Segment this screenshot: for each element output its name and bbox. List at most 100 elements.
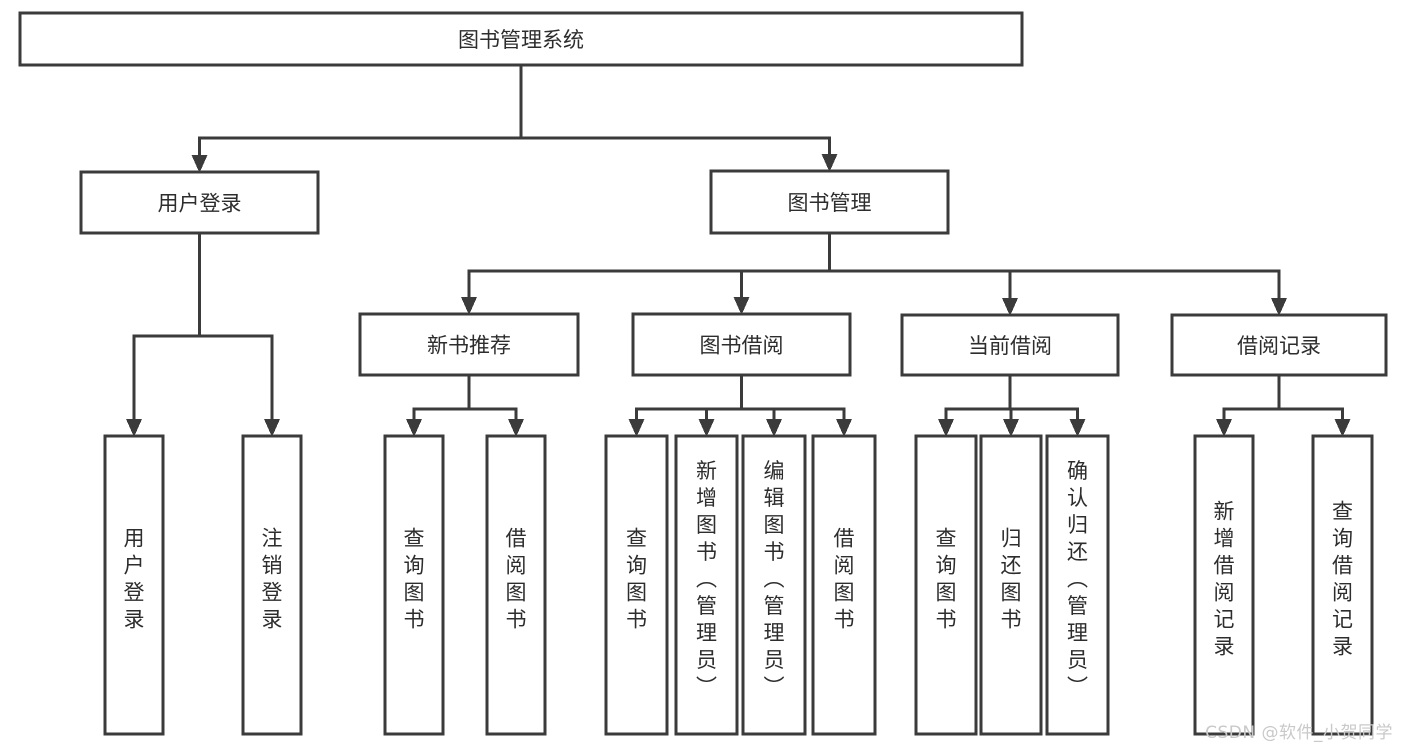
arrow-head-icon [766,419,782,437]
node-leaf_user_login[interactable]: 用户登录 [103,434,165,736]
node-box-leaf_add_record[interactable] [1193,434,1255,736]
edges-layer [126,65,1351,437]
node-label-leaf_add_record: 新增借阅记录 [1214,500,1235,659]
node-label-new_book_rec: 新书推荐 [427,334,511,358]
node-box-leaf_add_book[interactable] [674,434,739,736]
arrow-head-icon [461,297,477,315]
node-leaf_edit_book[interactable]: 编辑图书︵管理员︶ [741,434,807,736]
node-leaf_borrow_book_2[interactable]: 借阅图书 [811,434,877,736]
node-leaf_confirm_return[interactable]: 确认归还︵管理员︶ [1045,434,1110,736]
node-label-leaf_query_book_3: 查询图书 [936,527,957,632]
node-box-leaf_confirm_return[interactable] [1045,434,1110,736]
connector-book_borrow-to-leaf_query_book_2 [628,375,743,437]
node-label-leaf_confirm_return: 确认归还︵管理员︶ [1067,459,1088,699]
watermark-text: CSDN @软件_小贺同学 [1205,723,1393,743]
node-box-leaf_query_book_1[interactable] [383,434,445,736]
node-box-leaf_query_book_3[interactable] [914,434,978,736]
arrow-head-icon [406,419,422,437]
node-book_borrow[interactable]: 图书借阅 [631,312,852,377]
arrow-head-icon [821,154,838,172]
node-box-leaf_return_book[interactable] [979,434,1043,736]
node-box-current_borrow[interactable] [900,313,1120,377]
node-label-leaf_borrow_book_1: 借阅图书 [506,527,527,632]
arrow-head-icon [508,419,524,437]
node-book_manage[interactable]: 图书管理 [709,169,950,235]
connector-new_book_rec-to-leaf_borrow_book_1 [467,375,524,437]
node-label-user_login: 用户登录 [158,192,242,216]
arrow-head-icon [1216,419,1232,437]
node-leaf_query_book_3[interactable]: 查询图书 [914,434,978,736]
node-box-root[interactable] [18,11,1024,67]
node-label-borrow_record: 借阅记录 [1237,334,1321,358]
connector-book_manage-to-new_book_rec [461,233,831,315]
node-box-new_book_rec[interactable] [358,312,580,377]
node-box-borrow_record[interactable] [1170,313,1388,377]
node-box-leaf_query_record[interactable] [1311,434,1374,736]
node-label-leaf_borrow_book_2: 借阅图书 [834,527,855,632]
connector-current_borrow-to-leaf_confirm_return [1008,375,1086,437]
node-leaf_query_record[interactable]: 查询借阅记录 [1311,434,1374,736]
arrow-head-icon [264,419,280,437]
connector-root-to-user_login [191,65,523,173]
connector-book_manage-to-borrow_record [828,233,1287,316]
node-leaf_return_book[interactable]: 归还图书 [979,434,1043,736]
connector-book_borrow-to-leaf_borrow_book_2 [740,375,852,437]
arrow-head-icon [733,297,750,315]
arrow-head-icon [628,419,645,437]
connector-book_manage-to-current_borrow [828,233,1018,316]
node-box-leaf_borrow_book_1[interactable] [485,434,547,736]
connector-borrow_record-to-leaf_add_record [1216,375,1281,437]
node-user_login[interactable]: 用户登录 [79,170,320,235]
node-box-leaf_query_book_2[interactable] [604,434,669,736]
arrow-head-icon [1002,298,1018,316]
node-leaf_query_book_1[interactable]: 查询图书 [383,434,445,736]
connector-user_login-to-leaf_user_logout [198,233,280,437]
arrow-head-icon [191,155,208,173]
arrow-head-icon [126,419,142,437]
node-box-leaf_borrow_book_2[interactable] [811,434,877,736]
node-box-book_manage[interactable] [709,169,950,235]
connector-new_book_rec-to-leaf_query_book_1 [406,375,471,437]
node-label-current_borrow: 当前借阅 [968,334,1052,358]
node-label-leaf_user_login: 用户登录 [124,527,145,632]
node-new_book_rec[interactable]: 新书推荐 [358,312,580,377]
node-box-leaf_user_login[interactable] [103,434,165,736]
node-leaf_add_book[interactable]: 新增图书︵管理员︶ [674,434,739,736]
node-current_borrow[interactable]: 当前借阅 [900,313,1120,377]
node-leaf_query_book_2[interactable]: 查询图书 [604,434,669,736]
node-box-user_login[interactable] [79,170,320,235]
node-label-leaf_query_record: 查询借阅记录 [1332,500,1353,659]
arrow-head-icon [836,419,852,437]
arrow-head-icon [1003,419,1019,437]
node-leaf_add_record[interactable]: 新增借阅记录 [1193,434,1255,736]
arrow-head-icon [698,419,715,437]
nodes-layer: 图书管理系统用户登录图书管理新书推荐图书借阅当前借阅借阅记录用户登录注销登录查询… [18,11,1388,736]
node-label-root: 图书管理系统 [458,28,584,52]
node-label-leaf_user_logout: 注销登录 [262,527,283,632]
arrow-head-icon [1334,419,1351,437]
node-borrow_record[interactable]: 借阅记录 [1170,313,1388,377]
node-label-book_borrow: 图书借阅 [700,334,784,358]
node-root[interactable]: 图书管理系统 [18,11,1024,67]
connector-user_login-to-leaf_user_login [126,233,201,437]
connector-root-to-book_manage [519,65,838,172]
connector-borrow_record-to-leaf_query_record [1277,375,1351,437]
node-leaf_borrow_book_1[interactable]: 借阅图书 [485,434,547,736]
connector-book_borrow-to-leaf_edit_book [740,375,782,437]
node-box-book_borrow[interactable] [631,312,852,377]
arrow-head-icon [1271,298,1287,316]
node-box-leaf_user_logout[interactable] [241,434,303,736]
connector-current_borrow-to-leaf_query_book_3 [938,375,1012,437]
arrow-head-icon [1069,419,1086,437]
node-label-leaf_query_book_1: 查询图书 [404,527,425,632]
node-label-leaf_query_book_2: 查询图书 [626,527,647,632]
connector-book_manage-to-book_borrow [733,233,831,315]
node-label-leaf_add_book: 新增图书︵管理员︶ [696,459,717,699]
node-box-leaf_edit_book[interactable] [741,434,807,736]
connector-book_borrow-to-leaf_add_book [698,375,743,437]
node-label-leaf_edit_book: 编辑图书︵管理员︶ [764,459,785,699]
node-leaf_user_logout[interactable]: 注销登录 [241,434,303,736]
node-label-leaf_return_book: 归还图书 [1001,527,1022,632]
